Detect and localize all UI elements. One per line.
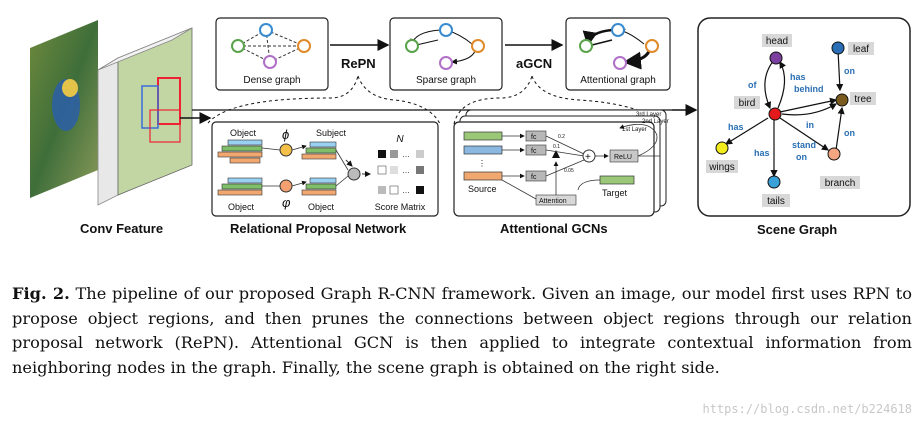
dense-graph-label: Dense graph <box>243 75 300 86</box>
node-label-bird: bird <box>739 98 756 109</box>
edge-label-on-leaf: on <box>844 66 855 76</box>
watermark: https://blog.csdn.net/b224618 <box>702 402 912 416</box>
node-bird <box>768 107 782 121</box>
caption-text: The pipeline of our proposed Graph R-CNN… <box>12 284 913 377</box>
layer-label-2: 2nd Layer <box>642 119 669 125</box>
object-feature-stack-bottom <box>217 177 263 196</box>
source-label: Source <box>468 184 497 194</box>
repn-detail-panel: Object Subject ϕ Object Object φ N … <box>211 121 439 217</box>
agcn-section-label: Attentional GCNs <box>500 221 608 236</box>
svg-text:…: … <box>402 186 410 195</box>
object-label-top: Object <box>230 128 257 138</box>
edge-label-has: has <box>790 72 806 82</box>
edge-label-has-tails: has <box>754 148 770 158</box>
node-label-head: head <box>766 36 788 47</box>
node-label-wings: wings <box>708 162 735 173</box>
score-matrix: N … … … Score Matrix <box>375 134 426 212</box>
edge-label-on: on <box>796 152 807 162</box>
object-label-bottom-right: Object <box>308 202 335 212</box>
conv-feature-stack <box>30 20 212 206</box>
edge-label-on-branch: on <box>844 128 855 138</box>
svg-text:Attention: Attention <box>539 198 567 205</box>
attentional-graph-label: Attentional graph <box>580 75 656 86</box>
node-label-tree: tree <box>854 94 872 105</box>
node-label-leaf: leaf <box>853 44 869 55</box>
varphi-symbol: φ <box>282 195 291 210</box>
edge-label-stand: stand <box>792 140 816 150</box>
node-leaf <box>831 41 845 55</box>
attention-weight: 0.1 <box>553 144 560 150</box>
layer-label-1: 1st Layer <box>622 127 647 133</box>
target-label: Target <box>602 188 628 198</box>
object-label-bottom-left: Object <box>228 202 255 212</box>
svg-text:ReLU: ReLU <box>614 154 632 161</box>
scene-graph-panel: of has behind on in has has stand on on … <box>697 17 911 217</box>
figure-number: Fig. 2. <box>12 284 70 303</box>
object-feature-stack-top <box>217 139 263 164</box>
agcn-detail-panel: 3rd Layer 2nd Layer 1st Layer ⋮ Source f… <box>453 109 669 217</box>
repn-stage-label: RePN <box>341 56 376 71</box>
node-label-tails: tails <box>767 196 785 207</box>
pairwise-score-node <box>347 167 361 181</box>
score-matrix-label: Score Matrix <box>375 202 426 212</box>
edge-label-has-wings: has <box>728 122 744 132</box>
svg-text:…: … <box>402 166 410 175</box>
agcn-stage-label: aGCN <box>516 56 552 71</box>
svg-text:fc: fc <box>531 134 537 141</box>
node-label-branch: branch <box>825 178 856 189</box>
edge-label-in: in <box>806 120 814 130</box>
svg-text:+: + <box>585 152 591 163</box>
pipeline-figure: RePN aGCN Dense graph Sparse graph <box>30 17 911 217</box>
edge-label-of: of <box>748 80 757 90</box>
subject-label: Subject <box>316 128 347 138</box>
repn-section-label: Relational Proposal Network <box>230 221 407 236</box>
sparse-graph-panel: Sparse graph <box>389 17 503 91</box>
conv-feature-label: Conv Feature <box>80 221 164 236</box>
attentional-graph-panel: Attentional graph <box>565 17 671 91</box>
edge-label-behind: behind <box>794 84 824 94</box>
node-branch <box>827 147 841 161</box>
svg-text:…: … <box>402 150 410 159</box>
node-tails <box>767 175 781 189</box>
object-feature-stack-right <box>301 177 337 196</box>
svg-text:fc: fc <box>531 148 537 155</box>
scene-graph-label: Scene Graph <box>757 222 838 237</box>
sparse-graph-label: Sparse graph <box>416 75 476 86</box>
node-wings <box>715 141 729 155</box>
svg-text:fc: fc <box>531 174 537 181</box>
dense-graph-panel: Dense graph <box>215 17 329 91</box>
attention-weight: 0.2 <box>558 134 565 140</box>
phi-symbol: ϕ <box>282 127 289 142</box>
node-tree <box>835 93 849 107</box>
svg-text:⋮: ⋮ <box>478 159 486 168</box>
n-symbol: N <box>396 134 404 145</box>
figure-caption: Fig. 2. The pipeline of our proposed Gra… <box>12 282 912 380</box>
layer-label-3: 3rd Layer <box>636 112 661 118</box>
node-head <box>769 51 783 65</box>
attention-weight: 0.05 <box>564 168 574 174</box>
